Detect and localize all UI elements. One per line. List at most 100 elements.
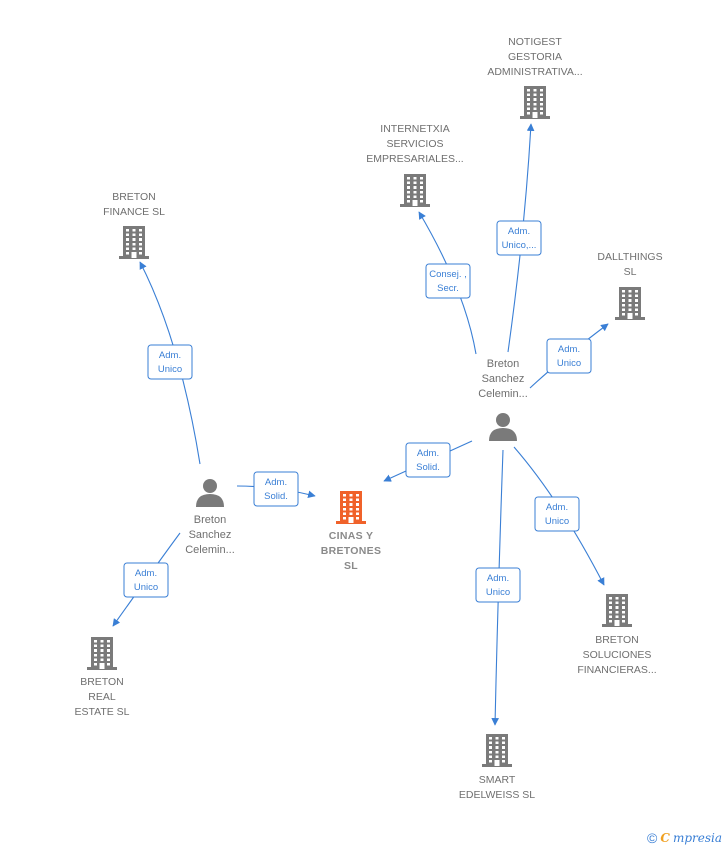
edge-p2-to-cinas: Adm. Solid.	[383, 440, 473, 482]
edge-label-frame	[123, 562, 169, 598]
node-label: SMART	[479, 774, 516, 786]
edge-label-frame	[425, 263, 471, 299]
node-label: Celemin...	[185, 544, 235, 556]
edge-label-text: Adm.	[487, 573, 509, 584]
edge-label-text: Adm.	[135, 568, 157, 579]
building-icon	[482, 734, 512, 767]
node-dallthings[interactable]: DALLTHINGS SL	[597, 251, 663, 320]
building-icon	[400, 174, 430, 207]
edge-p2-to-soluciones: Adm. Unico	[513, 446, 605, 586]
edge-label-text: Adm.	[546, 502, 568, 513]
node-label: BRETON	[112, 191, 156, 203]
node-label: BRETON	[595, 634, 639, 646]
node-smart[interactable]: SMART EDELWEISS SL	[459, 734, 535, 801]
building-icon	[602, 594, 632, 627]
edge-label-box[interactable]: Adm. Solid.	[253, 471, 299, 507]
edge-label-box[interactable]: Consej. , Secr.	[425, 263, 471, 299]
brand-logo-letter: C	[660, 831, 670, 845]
edge-label-text: Consej. ,	[429, 269, 467, 280]
edge-label-box[interactable]: Adm. Unico	[546, 338, 592, 374]
node-cinas[interactable]: CINAS Y BRETONES SL	[321, 491, 382, 572]
copyright-icon: ©	[647, 830, 658, 846]
edge-label-frame	[147, 344, 193, 380]
brand-name: mpresia	[672, 831, 722, 845]
node-label: BRETON	[80, 676, 124, 688]
node-label: GESTORIA	[508, 51, 562, 63]
edge-label-frame	[546, 338, 592, 374]
node-label: Breton	[194, 514, 226, 526]
edge-label-frame	[253, 471, 299, 507]
edge-label-text: Unico,...	[502, 240, 537, 251]
edge-label-box[interactable]: Adm. Unico	[475, 567, 521, 603]
node-label: SL	[344, 560, 358, 572]
node-label: EDELWEISS SL	[459, 789, 535, 801]
node-label: Sanchez	[189, 529, 232, 541]
node-label: ADMINISTRATIVA...	[487, 66, 582, 78]
node-label: Celemin...	[478, 388, 528, 400]
node-notigest[interactable]: NOTIGEST GESTORIA ADMINISTRATIVA...	[487, 36, 583, 119]
edge-label-box[interactable]: Adm. Unico	[123, 562, 169, 598]
edge-label-frame	[534, 496, 580, 532]
edge-label-text: Adm.	[159, 350, 181, 361]
edge-label-text: Unico	[557, 358, 581, 369]
node-label: CINAS Y	[329, 530, 374, 542]
node-label: DALLTHINGS	[597, 251, 662, 263]
edge-label-box[interactable]: Adm. Unico	[534, 496, 580, 532]
building-icon	[615, 287, 645, 320]
node-label: NOTIGEST	[508, 36, 562, 48]
edge-p2-to-smart: Adm. Unico	[475, 449, 521, 726]
edge-label-text: Adm.	[417, 448, 439, 459]
edge-label-text: Adm.	[558, 344, 580, 355]
edge-p2-to-dallthings: Adm. Unico	[529, 323, 609, 389]
edge-label-text: Solid.	[264, 491, 288, 502]
building-icon	[336, 491, 366, 524]
node-label: REAL	[88, 691, 116, 703]
edge-label-text: Unico	[134, 582, 158, 593]
node-label: SERVICIOS	[387, 138, 444, 150]
edge-label-frame	[496, 220, 542, 256]
node-label: FINANCIERAS...	[577, 664, 656, 676]
edge-label-frame	[475, 567, 521, 603]
edge-p1-to-finance: Adm. Unico	[139, 261, 201, 465]
edge-p1-to-cinas: Adm. Solid.	[236, 471, 316, 507]
edge-label-text: Unico	[158, 364, 182, 375]
node-finance[interactable]: BRETON FINANCE SL	[103, 191, 165, 259]
node-p2[interactable]: BretonSanchezCelemin...	[478, 358, 528, 441]
edge-label-text: Adm.	[265, 477, 287, 488]
node-label: BRETONES	[321, 545, 382, 557]
nodes-layer: CINAS YBRETONESSLBretonSanchezCelemin...…	[74, 36, 662, 801]
edge-label-text: Unico	[486, 587, 510, 598]
building-icon	[119, 226, 149, 259]
edge-label-box[interactable]: Adm. Unico	[147, 344, 193, 380]
edge-p2-to-internetxia: Consej. , Secr.	[418, 211, 477, 355]
edge-label-text: Solid.	[416, 462, 440, 473]
node-label: ESTATE SL	[74, 706, 129, 718]
node-label: SL	[624, 266, 637, 278]
person-icon	[489, 413, 517, 441]
node-label: EMPRESARIALES...	[366, 153, 463, 165]
node-label: INTERNETXIA	[380, 123, 449, 135]
edge-label-box[interactable]: Adm. Unico,...	[496, 220, 542, 256]
edge-label-text: Secr.	[437, 283, 459, 294]
edge-p2-to-notigest: Adm. Unico,...	[496, 123, 542, 353]
person-icon	[196, 479, 224, 507]
edge-label-text: Adm.	[508, 226, 530, 237]
node-label: FINANCE SL	[103, 206, 165, 218]
node-label: Sanchez	[482, 373, 525, 385]
node-label: Breton	[487, 358, 519, 370]
node-label: SOLUCIONES	[583, 649, 652, 661]
building-icon	[520, 86, 550, 119]
edge-label-frame	[405, 442, 451, 478]
node-soluciones[interactable]: BRETON SOLUCIONES FINANCIERAS...	[577, 594, 657, 676]
node-realestate[interactable]: BRETON REAL ESTATE SL	[74, 637, 130, 718]
edge-p1-to-realestate: Adm. Unico	[112, 532, 181, 627]
edge-label-text: Unico	[545, 516, 569, 527]
building-icon	[87, 637, 117, 670]
edge-label-box[interactable]: Adm. Solid.	[405, 442, 451, 478]
node-p1[interactable]: BretonSanchezCelemin...	[185, 479, 235, 556]
node-internetxia[interactable]: INTERNETXIA SERVICIOS EMPRESARIALES...	[366, 123, 464, 207]
